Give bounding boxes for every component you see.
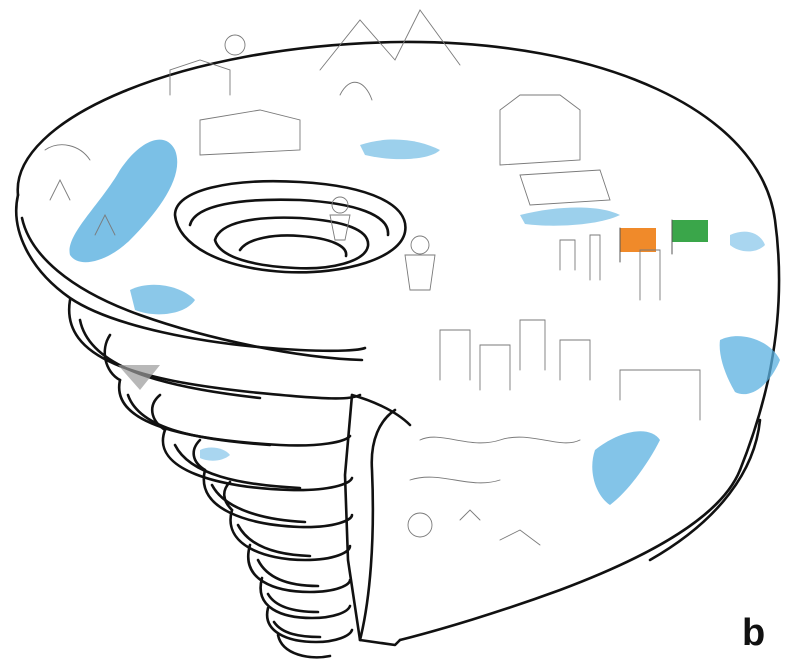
orange-flag [620, 228, 656, 252]
lagoon-water [130, 285, 195, 315]
inlet-water [730, 232, 765, 252]
spiral-coils [69, 300, 360, 657]
top-disc [16, 42, 779, 640]
water-areas [70, 140, 780, 505]
harbor-water [520, 208, 620, 226]
coastal-water [720, 336, 780, 394]
river-delta-water [70, 140, 178, 263]
flags [620, 220, 708, 262]
cut-face [345, 395, 410, 645]
panel-label: b [742, 612, 765, 655]
small-pool-water [200, 448, 230, 461]
green-flag [672, 220, 708, 242]
canal-water [592, 431, 660, 505]
mountain-lake-water [360, 140, 440, 160]
